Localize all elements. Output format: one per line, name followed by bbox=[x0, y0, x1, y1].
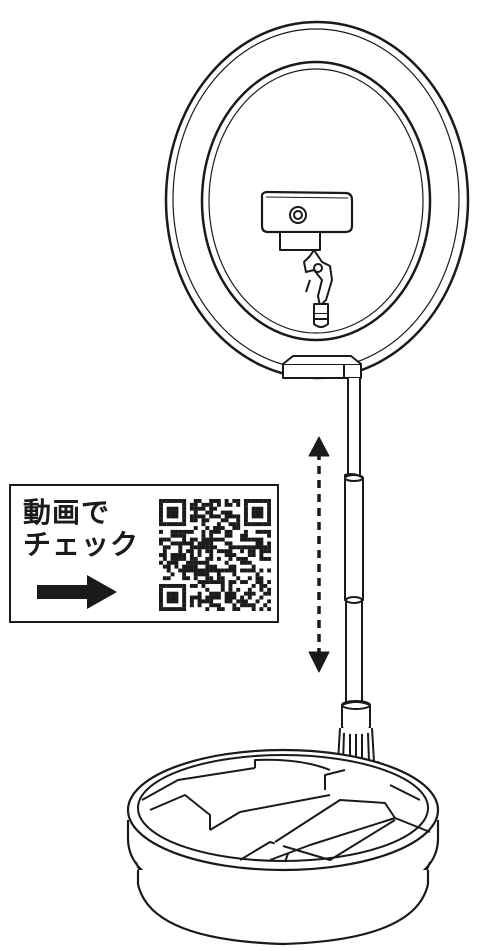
double-arrow-icon bbox=[308, 436, 330, 673]
round-base bbox=[126, 748, 440, 946]
arrow-right-icon bbox=[37, 575, 117, 609]
webcam-icon bbox=[260, 190, 354, 328]
video-callout-box[interactable]: 動画で チェック bbox=[9, 484, 279, 623]
ring-mount-bracket bbox=[282, 355, 362, 379]
telescopic-pole bbox=[344, 378, 364, 709]
qr-code[interactable] bbox=[159, 499, 271, 611]
callout-line-1: 動画で bbox=[23, 496, 111, 529]
callout-line-2: チェック bbox=[23, 528, 140, 561]
